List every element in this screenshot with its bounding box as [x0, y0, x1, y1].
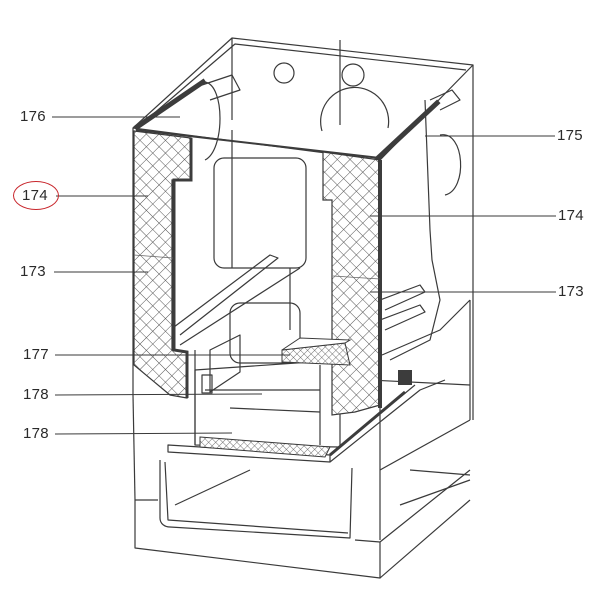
callout-174-highlighted: 174: [22, 187, 48, 204]
insulation-left-parts-173-174: [133, 130, 193, 399]
callout-175: 175: [557, 127, 583, 144]
callout-173: 173: [20, 263, 46, 280]
callout-174-right: 174: [558, 207, 584, 224]
insulation-strip-part-178: [199, 370, 412, 458]
highlight-circle: [13, 181, 59, 210]
seal-strips-part-176: [133, 78, 441, 162]
insulation-right-parts-173-174: [322, 151, 382, 416]
callout-178-lower: 178: [23, 425, 49, 442]
leader-lines: [52, 116, 556, 435]
callout-178-upper: 178: [23, 386, 49, 403]
callout-177: 177: [23, 346, 49, 363]
insulation-pad-part-177: [281, 337, 352, 366]
callout-176: 176: [20, 108, 46, 125]
callout-173-right: 173: [558, 283, 584, 300]
